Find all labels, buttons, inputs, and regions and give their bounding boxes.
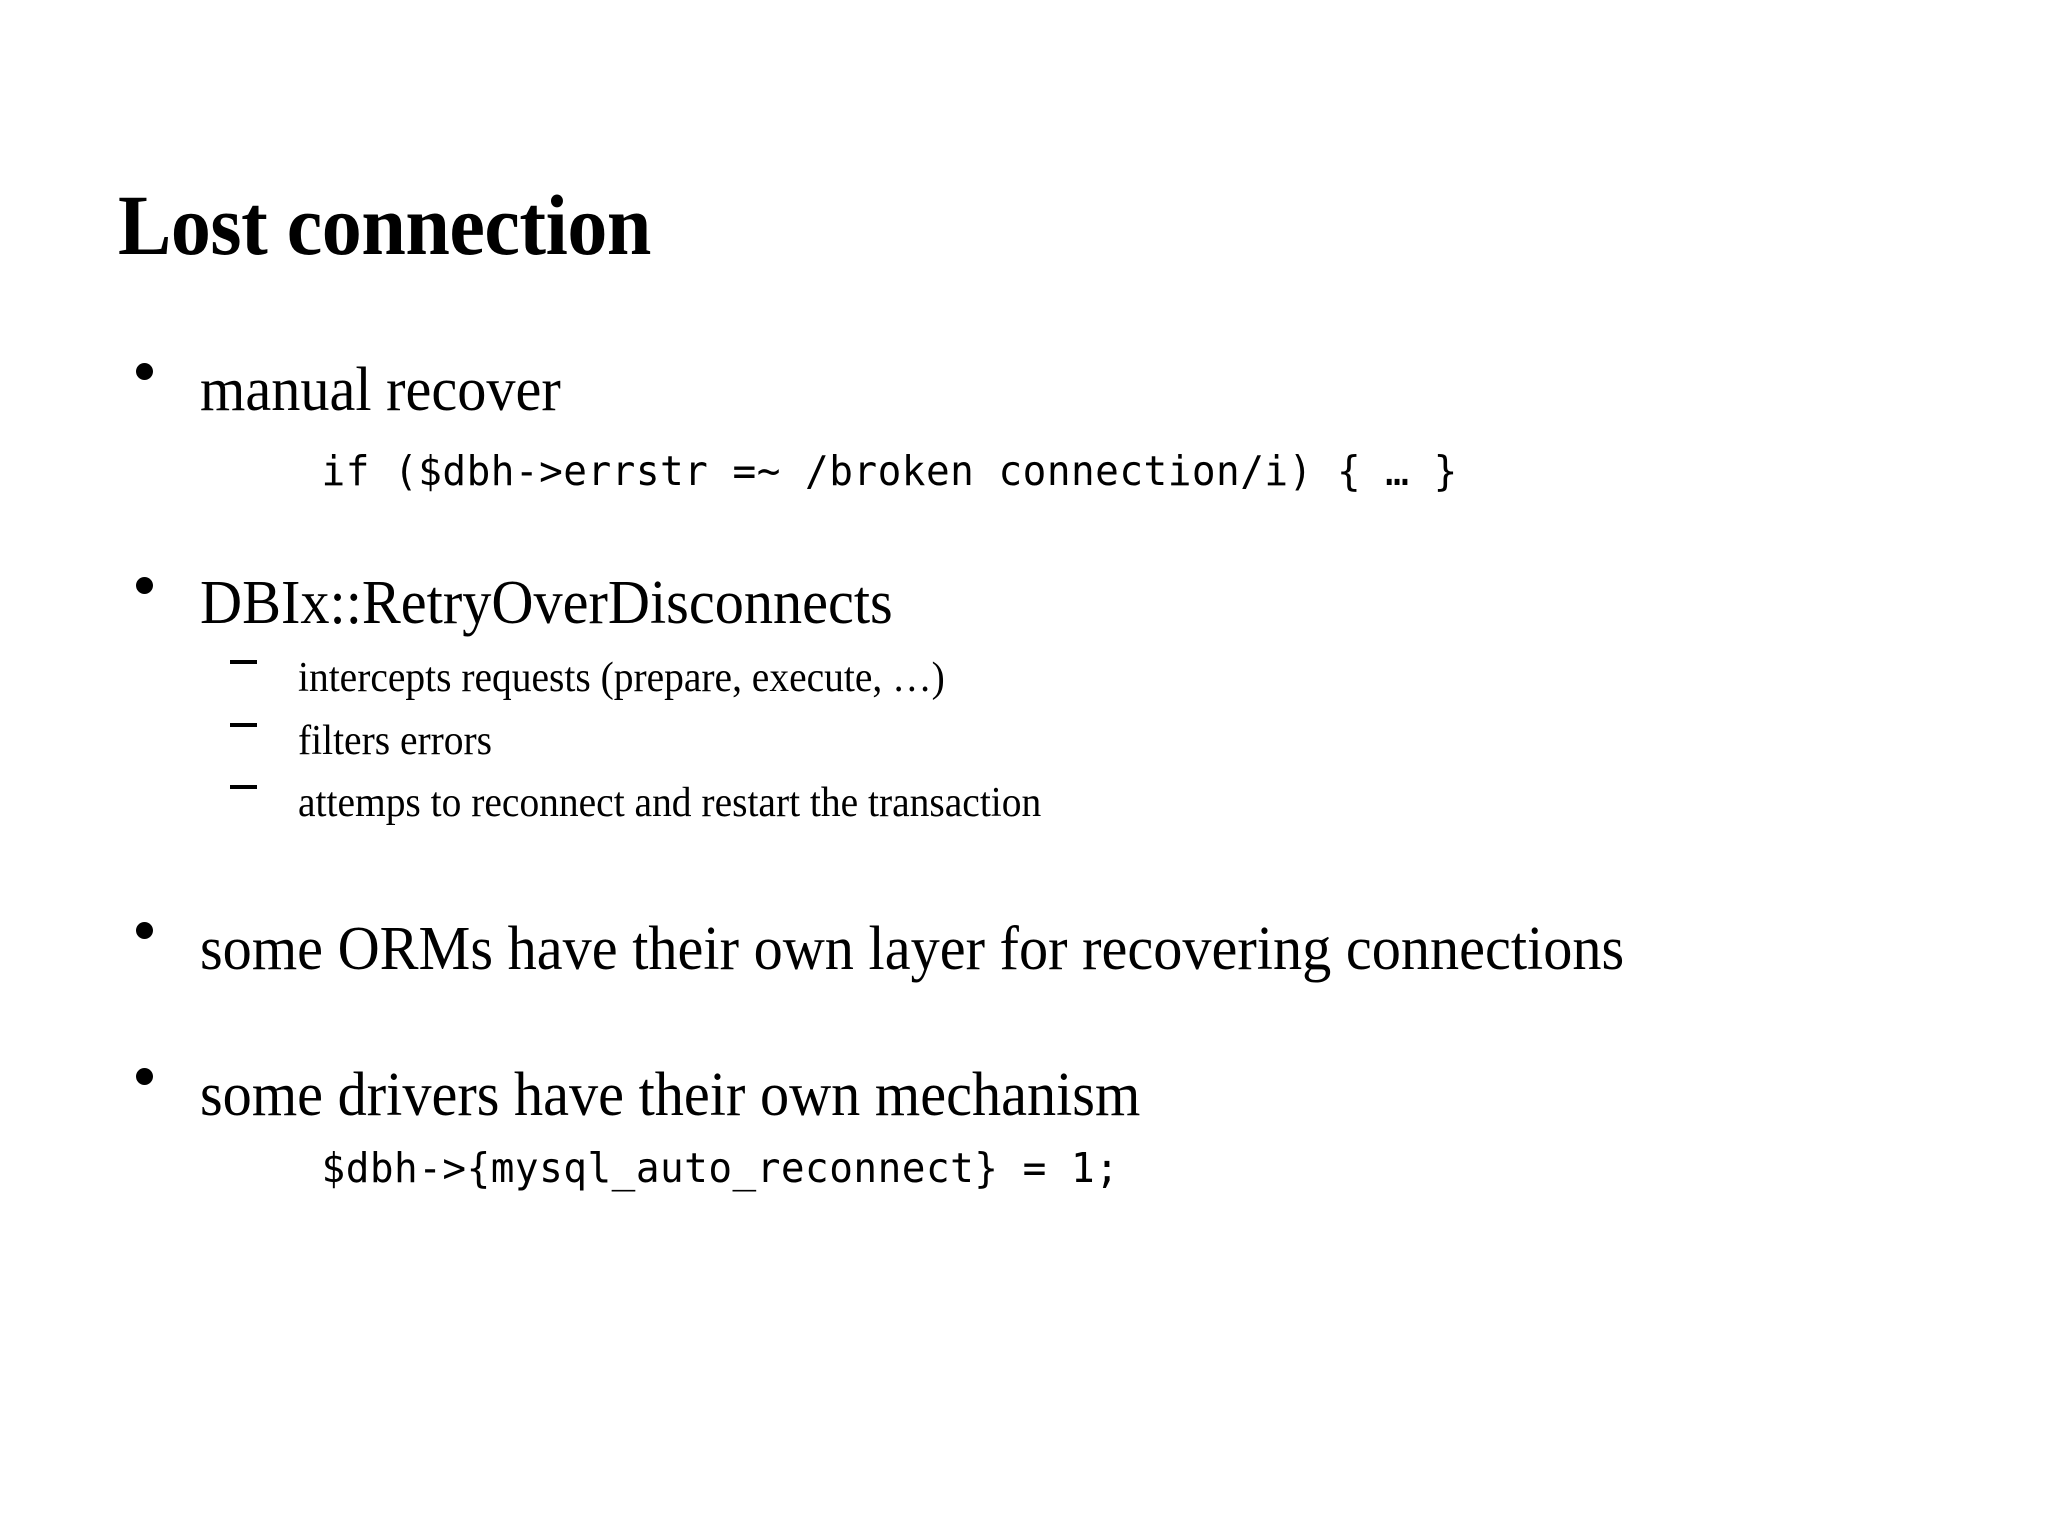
- sub-list-item: intercepts requests (prepare, execute, ……: [118, 652, 1948, 705]
- spacer: [118, 638, 1948, 652]
- sub-list-item: filters errors: [118, 715, 1948, 768]
- spacer: [118, 425, 1948, 447]
- spacer: [118, 984, 1948, 1060]
- list-item-label: some drivers have their own mechanism: [200, 1060, 1141, 1129]
- bullet-group-retryoverdisconnects: DBIx::RetryOverDisconnects intercepts re…: [118, 568, 1948, 830]
- sub-list-item-label: filters errors: [298, 717, 493, 764]
- sub-list-item-label: attemps to reconnect and restart the tra…: [298, 780, 1042, 827]
- code-snippet-errstr-check: if ($dbh->errstr =~ /broken connection/i…: [321, 447, 1458, 496]
- dash-bullet-icon: [230, 722, 257, 727]
- spacer: [118, 767, 1948, 777]
- bullet-group-drivers: some drivers have their own mechanism $d…: [118, 1060, 1948, 1193]
- spacer: [118, 705, 1948, 715]
- code-snippet-mysql-auto-reconnect: $dbh->{mysql_auto_reconnect} = 1;: [321, 1143, 1120, 1192]
- list-item: some drivers have their own mechanism: [118, 1060, 1948, 1130]
- dash-bullet-icon: [230, 785, 257, 790]
- page-title: Lost connection: [118, 176, 651, 273]
- bullet-group-manual-recover: manual recover if ($dbh->errstr =~ /brok…: [118, 355, 1948, 496]
- list-item: some ORMs have their own layer for recov…: [118, 914, 1948, 984]
- list-item: DBIx::RetryOverDisconnects: [118, 568, 1948, 638]
- sub-list-item: attemps to reconnect and restart the tra…: [118, 777, 1948, 830]
- round-bullet-icon: [136, 576, 153, 594]
- slide-body: manual recover if ($dbh->errstr =~ /brok…: [118, 355, 1948, 1193]
- list-item-label: DBIx::RetryOverDisconnects: [200, 569, 893, 638]
- round-bullet-icon: [136, 363, 153, 381]
- round-bullet-icon: [136, 1068, 153, 1086]
- list-item-label: manual recover: [200, 356, 561, 424]
- spacer: [118, 496, 1948, 568]
- list-item-label: some ORMs have their own layer for recov…: [200, 914, 1625, 983]
- bullet-group-orms: some ORMs have their own layer for recov…: [118, 914, 1948, 984]
- round-bullet-icon: [136, 922, 153, 940]
- sub-list-item-label: intercepts requests (prepare, execute, ……: [298, 655, 945, 702]
- spacer: [118, 1130, 1948, 1144]
- spacer: [118, 830, 1948, 914]
- dash-bullet-icon: [230, 660, 257, 665]
- list-item: manual recover: [118, 355, 1948, 425]
